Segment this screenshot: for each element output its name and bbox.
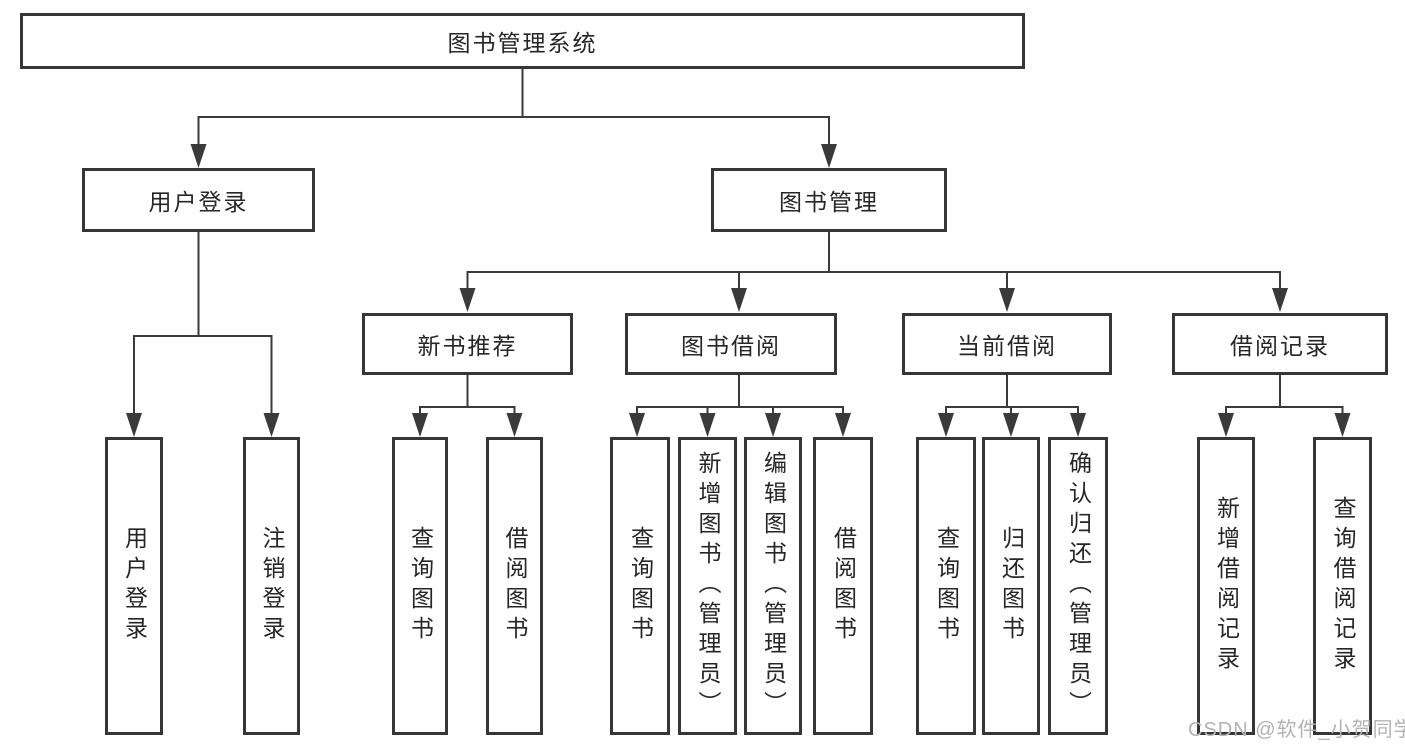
node-borrow-borrow-book: 借阅图书: [813, 437, 873, 735]
node-recommend-borrow-book-label: 借阅图书: [502, 526, 528, 646]
node-current-confirm-return-admin-label: 确认归还（管理员）: [1065, 451, 1092, 721]
node-borrowing-records-label: 借阅记录: [1230, 333, 1330, 359]
node-recommend-query-book: 查询图书: [392, 437, 448, 735]
node-borrow-borrow-book-label: 借阅图书: [830, 526, 857, 646]
node-current-borrowing-label: 当前借阅: [957, 333, 1057, 359]
node-current-query-book-label: 查询图书: [933, 526, 960, 646]
node-login-user-login-label: 用户登录: [121, 526, 148, 646]
node-root-label: 图书管理系统: [447, 30, 598, 56]
node-user-login: 用户登录: [82, 168, 315, 232]
node-records-add-record: 新增借阅记录: [1197, 437, 1255, 735]
node-current-query-book: 查询图书: [916, 437, 976, 735]
node-login-logout-label: 注销登录: [259, 526, 285, 646]
node-current-return-book-label: 归还图书: [998, 526, 1025, 646]
arrowheads: [126, 144, 1351, 437]
node-current-return-book: 归还图书: [982, 437, 1040, 735]
node-root: 图书管理系统: [20, 13, 1025, 69]
node-borrow-edit-book-admin-label: 编辑图书（管理员）: [760, 451, 787, 721]
node-borrowing-records: 借阅记录: [1172, 313, 1388, 375]
node-login-logout: 注销登录: [243, 437, 300, 735]
node-new-book-recommendation: 新书推荐: [362, 313, 573, 375]
node-borrow-add-book-admin: 新增图书（管理员）: [678, 437, 737, 735]
node-records-query-record-label: 查询借阅记录: [1330, 496, 1356, 676]
node-book-borrowing: 图书借阅: [625, 313, 837, 375]
node-recommend-query-book-label: 查询图书: [407, 526, 434, 646]
node-book-management-label: 图书管理: [779, 189, 879, 215]
node-borrow-query-book-label: 查询图书: [627, 526, 654, 646]
node-login-user-login: 用户登录: [105, 437, 163, 735]
node-recommend-borrow-book: 借阅图书: [486, 437, 543, 735]
node-user-login-label: 用户登录: [148, 189, 249, 215]
node-book-management: 图书管理: [711, 168, 947, 232]
node-new-book-recommendation-label: 新书推荐: [417, 333, 518, 359]
node-records-query-record: 查询借阅记录: [1313, 437, 1372, 735]
node-borrow-edit-book-admin: 编辑图书（管理员）: [744, 437, 802, 735]
node-book-borrowing-label: 图书借阅: [681, 333, 781, 359]
node-borrow-add-book-admin-label: 新增图书（管理员）: [695, 451, 721, 721]
node-borrow-query-book: 查询图书: [610, 437, 670, 735]
node-records-add-record-label: 新增借阅记录: [1213, 496, 1240, 676]
watermark: CSDN @软件_小贺同学: [1188, 719, 1405, 741]
node-current-borrowing: 当前借阅: [902, 313, 1112, 375]
node-current-confirm-return-admin: 确认归还（管理员）: [1048, 437, 1108, 735]
